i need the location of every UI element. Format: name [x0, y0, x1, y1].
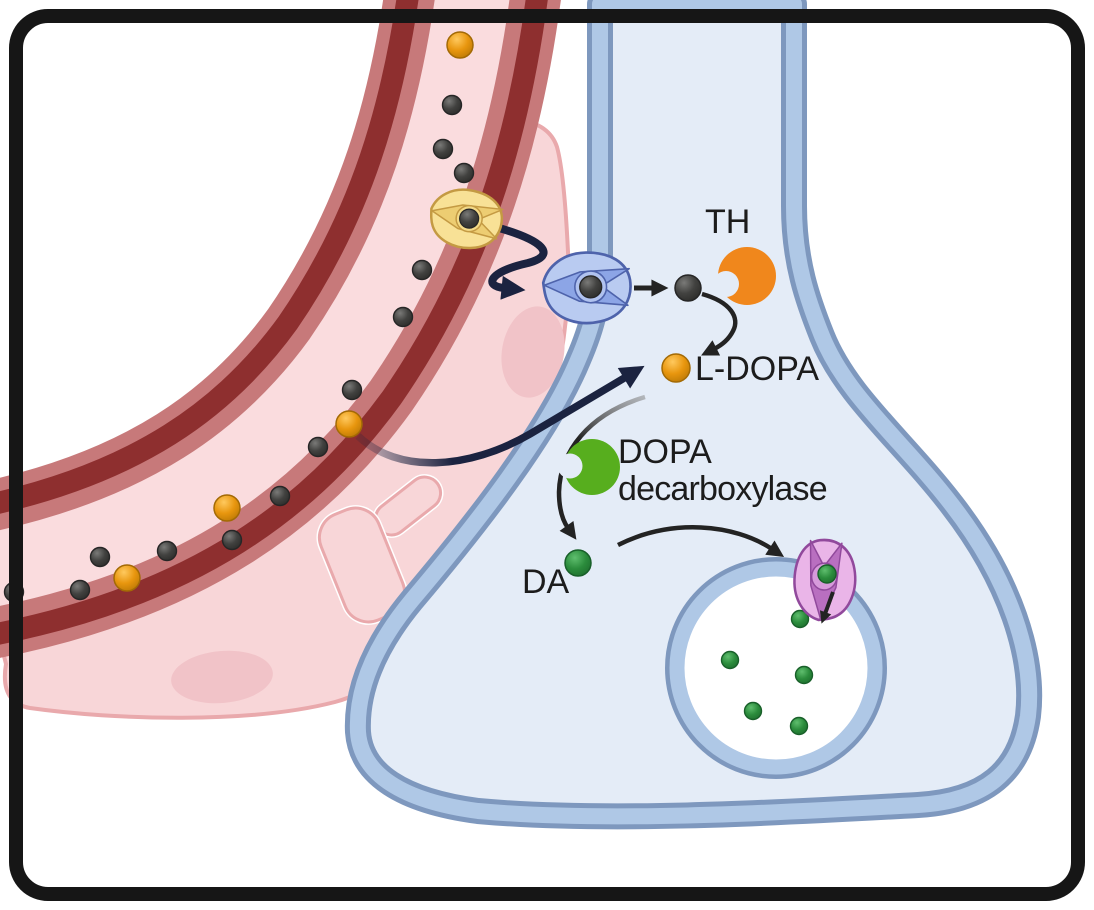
labels: TH L-DOPA DOPA decarboxylase DA [522, 203, 828, 601]
ldopa-label: L-DOPA [695, 350, 819, 388]
neuron-membrane-band [349, 0, 1038, 825]
th-enzyme-icon [713, 247, 776, 305]
pathway-arrows [355, 222, 785, 557]
ldopa-dot [661, 353, 691, 383]
vmat-dopamine-dot [817, 564, 837, 584]
dopa-decarboxylase-enzyme-icon [557, 439, 620, 495]
dopa-decarboxylase-label-line2: decarboxylase [618, 470, 827, 508]
ldopa-blood-uptake-arrow [355, 365, 645, 467]
dopa-decarboxylase-active-site [557, 453, 583, 479]
da-label: DA [522, 563, 570, 601]
yellow-transporter-icon [429, 188, 504, 250]
endothelial-cell [372, 474, 444, 538]
th-enzyme-active-site [713, 271, 739, 297]
transporter-handoff-arrow [488, 222, 548, 300]
dopamine-dot [564, 549, 592, 577]
dopa-decarboxylase-label-line1: DOPA [618, 433, 712, 471]
vessel-lumen-molecules [3, 31, 475, 603]
tyrosine-dot [3, 94, 475, 603]
ldopa-dot [113, 31, 474, 592]
th-conversion-arrow [701, 291, 738, 356]
cell-nucleus [171, 650, 273, 704]
da-to-vesicle-arrow [616, 525, 785, 557]
frame-border [9, 9, 1085, 901]
blue-transporter-icon [541, 251, 632, 325]
decarboxylation-arrow [556, 394, 646, 540]
cell-nucleus [501, 306, 565, 398]
vmat-import-arrow [819, 591, 835, 624]
endothelial-cell [316, 505, 408, 625]
th-label: TH [705, 203, 750, 241]
tyrosine-dot [674, 274, 702, 302]
vesicle-dopamine-dot [720, 609, 814, 736]
